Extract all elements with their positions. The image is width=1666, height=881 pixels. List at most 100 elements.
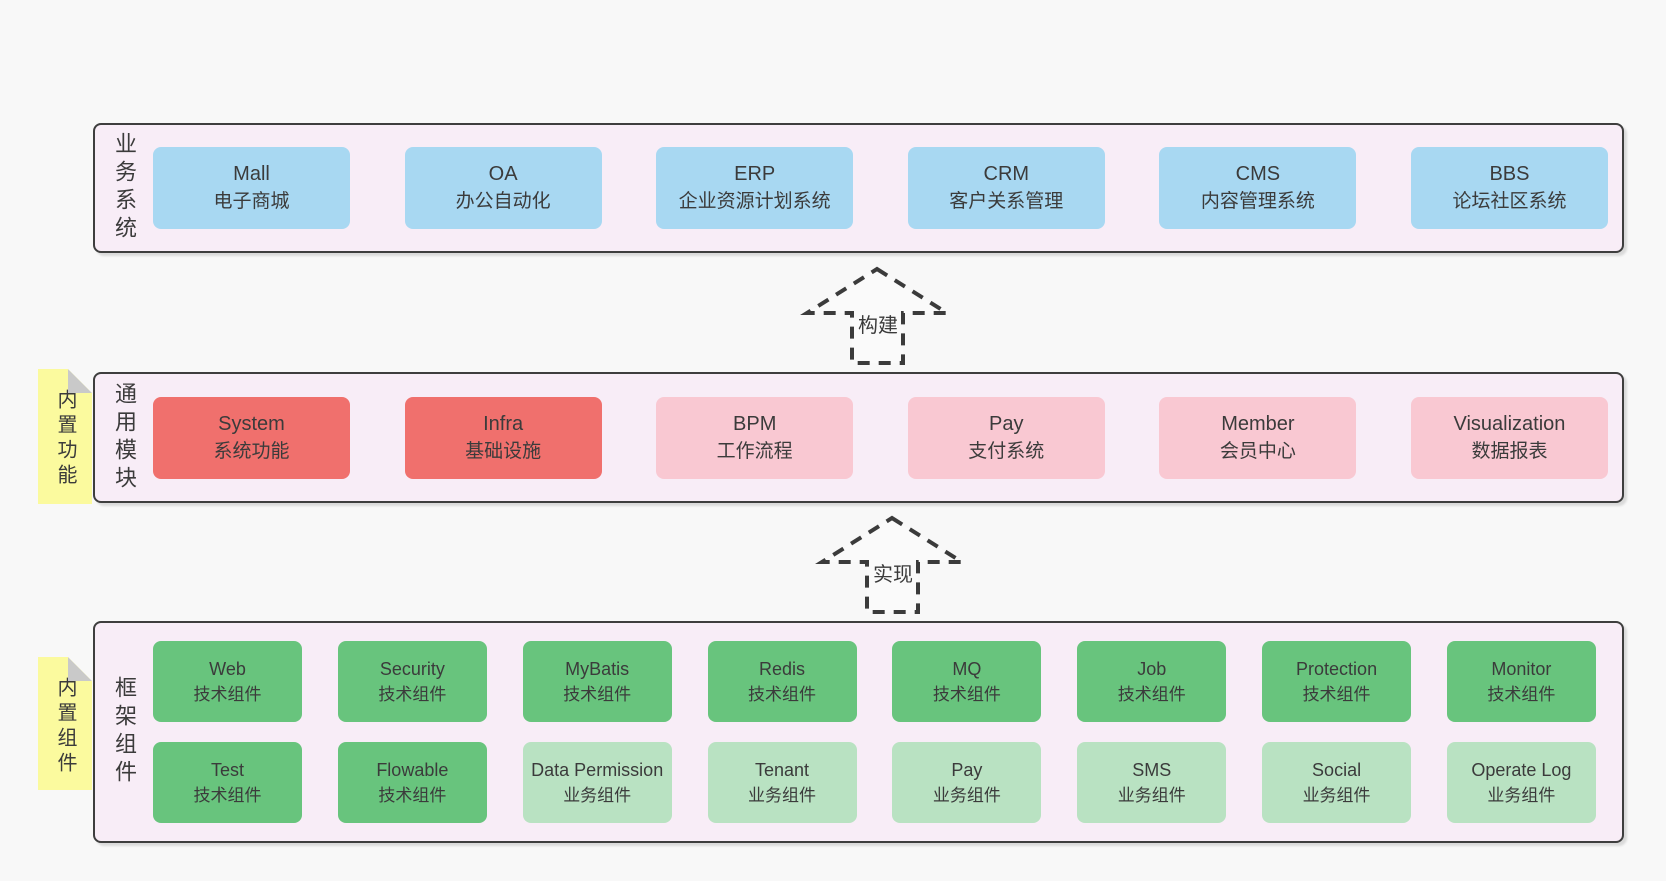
box-protection: Protection 技术组件: [1262, 641, 1412, 722]
box-oa: OA 办公自动化: [404, 147, 602, 229]
box-zh: 支付系统: [968, 440, 1045, 462]
box-en: CMS: [1235, 163, 1281, 185]
box-zh: 会员中心: [1219, 440, 1296, 462]
box-zh: 业务组件: [932, 785, 1001, 805]
box-en: Mall: [233, 163, 270, 185]
box-social: Social 业务组件: [1262, 742, 1412, 823]
box-bbs: BBS 论坛社区系统: [1410, 147, 1608, 229]
box-zh: 业务组件: [1487, 785, 1556, 805]
box-zh: 业务组件: [1117, 785, 1186, 805]
box-zh: 内容管理系统: [1200, 191, 1315, 212]
box-en: Tenant: [755, 759, 810, 780]
box-en: MQ: [952, 658, 982, 679]
folded-corner-icon: [68, 657, 92, 681]
build-arrow: 构建: [800, 266, 954, 365]
box-job: Job 技术组件: [1077, 641, 1227, 722]
box-test: Test 技术组件: [153, 742, 302, 823]
box-web: Web 技术组件: [153, 641, 302, 722]
box-erp: ERP 企业资源计划系统: [656, 147, 854, 229]
box-mq: MQ 技术组件: [892, 641, 1042, 722]
box-monitor: Monitor 技术组件: [1446, 641, 1596, 722]
implement-arrow: 实现: [815, 515, 969, 614]
box-en: OA: [488, 163, 518, 185]
box-zh: 业务组件: [563, 785, 632, 805]
side-label-business-systems: 业务系统: [112, 132, 137, 244]
side-label-common-modules: 通用模块: [112, 381, 137, 494]
box-en: System: [218, 412, 285, 435]
box-system: System 系统功能: [153, 396, 350, 479]
box-en: Data Permission: [531, 759, 664, 780]
box-zh: 客户关系管理: [949, 191, 1064, 212]
box-en: Member: [1221, 412, 1295, 435]
box-en: SMS: [1132, 759, 1172, 780]
box-zh: 论坛社区系统: [1452, 191, 1567, 212]
box-zh: 基础设施: [465, 440, 542, 462]
box-pay-component: Pay 业务组件: [892, 742, 1042, 823]
box-infra: Infra 基础设施: [404, 396, 602, 479]
box-zh: 技术组件: [1302, 684, 1371, 704]
box-zh: 系统功能: [213, 440, 290, 462]
box-security: Security 技术组件: [337, 641, 487, 722]
box-en: ERP: [734, 163, 776, 185]
box-cms: CMS 内容管理系统: [1159, 147, 1357, 229]
framework-boxes-grid: Web 技术组件 Security 技术组件 MyBatis 技术组件 Redi…: [153, 641, 1596, 823]
sticky-note-builtin-features: 内置功能: [38, 369, 92, 504]
box-sms: SMS 业务组件: [1077, 742, 1227, 823]
box-flowable: Flowable 技术组件: [337, 742, 487, 823]
box-zh: 技术组件: [932, 684, 1001, 704]
box-en: Monitor: [1491, 658, 1552, 679]
box-bpm: BPM 工作流程: [656, 396, 854, 479]
box-en: Web: [209, 658, 246, 679]
folded-corner-icon: [68, 369, 92, 393]
box-visualization: Visualization 数据报表: [1410, 396, 1608, 479]
box-zh: 工作流程: [716, 440, 793, 462]
box-en: Test: [210, 759, 244, 780]
box-zh: 技术组件: [748, 684, 817, 704]
box-zh: 技术组件: [193, 684, 262, 704]
box-en: Operate Log: [1471, 759, 1572, 780]
box-mybatis: MyBatis 技术组件: [522, 641, 672, 722]
arrow-label-implement: 实现: [873, 563, 913, 586]
box-en: MyBatis: [565, 658, 630, 679]
box-redis: Redis 技术组件: [707, 641, 857, 722]
note-label-builtin-features: 内置功能: [54, 389, 76, 489]
box-en: Flowable: [376, 759, 449, 780]
section-common-modules: 通用模块 System 系统功能 Infra 基础设施 BPM 工作流程 Pay…: [93, 372, 1624, 503]
side-label-framework-components: 框架组件: [112, 676, 137, 788]
box-operate-log: Operate Log 业务组件: [1446, 742, 1596, 823]
box-zh: 技术组件: [1117, 684, 1186, 704]
box-en: BPM: [733, 412, 777, 435]
box-en: CRM: [983, 163, 1030, 185]
box-zh: 企业资源计划系统: [678, 191, 831, 212]
box-en: Visualization: [1453, 412, 1566, 435]
section-business-systems: 业务系统 Mall 电子商城 OA 办公自动化 ERP 企业资源计划系统 CRM…: [93, 123, 1624, 253]
box-en: Redis: [759, 658, 806, 679]
framework-row-2: Test 技术组件 Flowable 技术组件 Data Permission …: [153, 742, 1596, 823]
box-data-permission: Data Permission 业务组件: [522, 742, 672, 823]
box-tenant: Tenant 业务组件: [707, 742, 857, 823]
box-mall: Mall 电子商城: [153, 147, 350, 229]
note-label-builtin-components: 内置组件: [54, 677, 76, 777]
business-boxes-row: Mall 电子商城 OA 办公自动化 ERP 企业资源计划系统 CRM 客户关系…: [153, 125, 1608, 251]
box-en: Pay: [989, 412, 1024, 435]
box-en: Infra: [483, 412, 524, 435]
box-zh: 业务组件: [1302, 785, 1371, 805]
box-zh: 技术组件: [378, 785, 447, 805]
box-zh: 电子商城: [213, 191, 290, 212]
box-zh: 技术组件: [1487, 684, 1556, 704]
arrow-label-build: 构建: [858, 314, 898, 337]
box-member: Member 会员中心: [1159, 396, 1357, 479]
box-en: Protection: [1296, 658, 1378, 679]
box-crm: CRM 客户关系管理: [907, 147, 1105, 229]
box-zh: 技术组件: [563, 684, 632, 704]
box-zh: 办公自动化: [455, 191, 551, 212]
box-en: Security: [379, 658, 445, 679]
box-en: Pay: [951, 759, 983, 780]
modules-boxes-row: System 系统功能 Infra 基础设施 BPM 工作流程 Pay 支付系统…: [153, 374, 1608, 501]
box-pay: Pay 支付系统: [907, 396, 1105, 479]
sticky-note-builtin-components: 内置组件: [38, 657, 92, 790]
box-en: Job: [1137, 658, 1167, 679]
box-en: BBS: [1489, 163, 1530, 185]
box-zh: 业务组件: [748, 785, 817, 805]
